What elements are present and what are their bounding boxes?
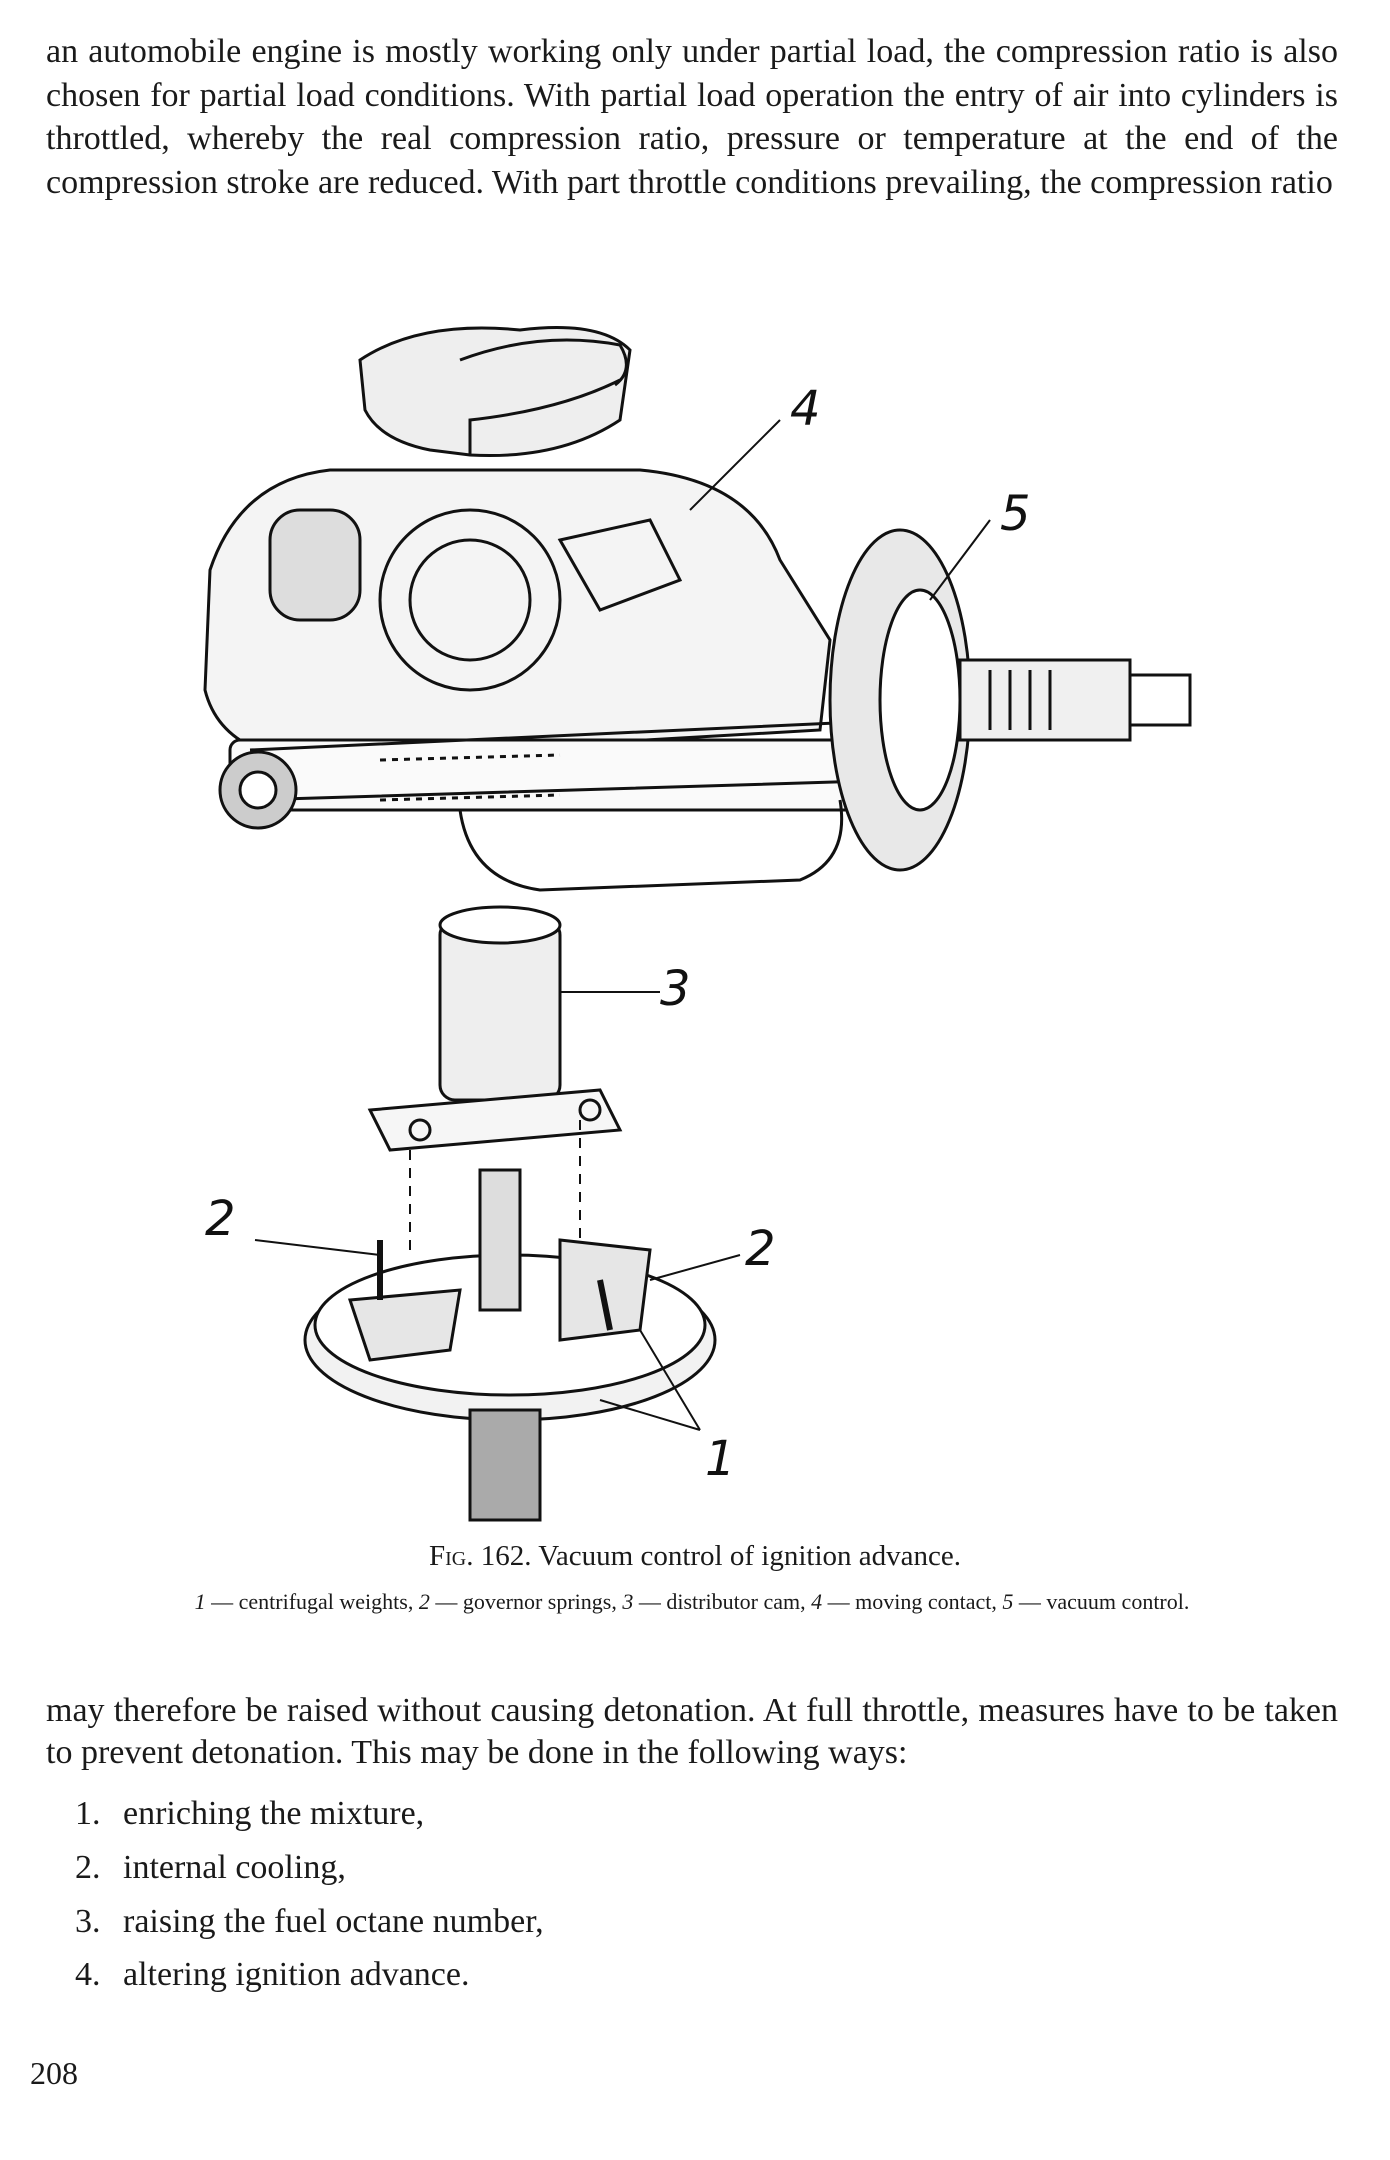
label-1: 1 [705, 1431, 736, 1487]
list-number: 2. [75, 1849, 101, 1886]
legend-num: 1 [194, 1589, 206, 1614]
vacuum-control-drawing [828, 528, 1192, 872]
list-item: 4. altering ignition advance. [75, 1956, 470, 1994]
label-3: 3 [660, 961, 691, 1017]
list-number: 1. [75, 1795, 101, 1832]
legend-text: — vacuum control. [1018, 1589, 1190, 1614]
leader-lines [254, 419, 991, 1431]
list-text: raising the fuel octane number, [123, 1903, 544, 1940]
label-2-left: 2 [205, 1191, 236, 1247]
label-4: 4 [790, 381, 821, 437]
list-text: enriching the mixture, [123, 1795, 425, 1832]
legend-num: 2 [418, 1589, 430, 1614]
list-text: altering ignition advance. [123, 1956, 470, 1993]
figure-caption: Fig. 162. Vacuum control of ignition adv… [0, 1540, 1390, 1573]
label-5: 5 [1000, 486, 1031, 542]
figure-legend: 1 — centrifugal weights, 2 — governor sp… [46, 1588, 1338, 1616]
rotor-drawing [358, 326, 632, 458]
weights-plate-drawing [303, 1168, 717, 1522]
list-item: 1. enriching the mixture, [75, 1795, 424, 1833]
list-number: 3. [75, 1903, 101, 1940]
list-number: 4. [75, 1956, 101, 1993]
list-item: 2. internal cooling, [75, 1849, 346, 1887]
legend-num: 3 [622, 1589, 634, 1614]
caption-prefix: Fig. [428, 1540, 474, 1572]
list-text: internal cooling, [123, 1849, 346, 1886]
body-paragraph-bottom: may therefore be raised without causing … [46, 1692, 1338, 1771]
legend-text: — moving contact, [827, 1589, 997, 1614]
label-2-right: 2 [745, 1221, 776, 1277]
list-item: 3. raising the fuel octane number, [75, 1903, 544, 1941]
legend-num: 5 [1002, 1589, 1014, 1614]
cam-drawing [367, 905, 623, 1250]
legend-num: 4 [811, 1589, 823, 1614]
body-paragraph-top: an automobile engine is mostly working o… [46, 33, 1338, 201]
legend-text: — distributor cam, [638, 1589, 806, 1614]
caption-title: 162. Vacuum control of ignition advance. [480, 1540, 961, 1572]
page-number: 208 [30, 2055, 78, 2091]
distributor-body-drawing [203, 468, 912, 892]
legend-text: — governor springs, [435, 1589, 617, 1614]
legend-text: — centrifugal weights, [211, 1589, 414, 1614]
